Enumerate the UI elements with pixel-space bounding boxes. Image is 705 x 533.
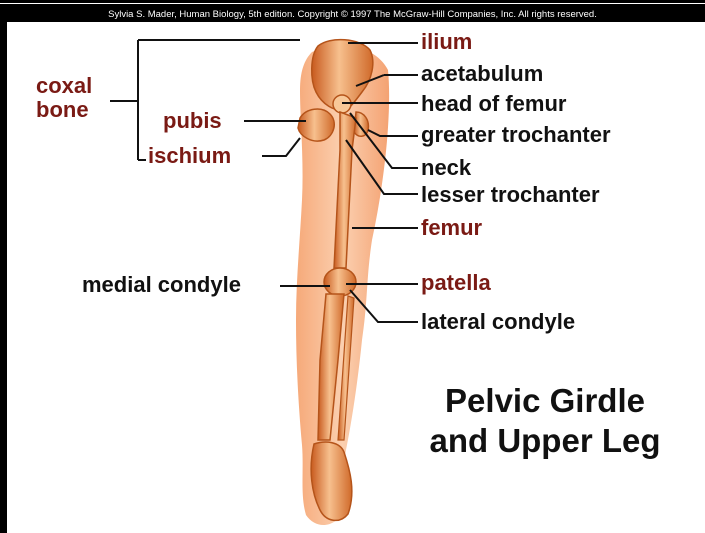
- label-greater-trochanter: greater trochanter: [421, 123, 611, 147]
- label-lesser-trochanter: lesser trochanter: [421, 183, 600, 207]
- label-acetabulum: acetabulum: [421, 62, 543, 86]
- label-pubis: pubis: [163, 109, 222, 133]
- label-ischium: ischium: [148, 144, 231, 168]
- pubis-ischium-bone: [298, 109, 334, 141]
- label-ilium: ilium: [421, 30, 472, 54]
- label-neck: neck: [421, 156, 471, 180]
- label-coxal-line2: bone: [36, 98, 89, 122]
- label-patella: patella: [421, 271, 491, 295]
- label-medial-condyle: medial condyle: [82, 273, 241, 297]
- coxal-bone-bracket: [110, 40, 300, 160]
- label-head-of-femur: head of femur: [421, 92, 566, 116]
- title-line2: and Upper Leg: [380, 422, 705, 460]
- label-coxal-line1: coxal: [36, 74, 92, 98]
- title-line1: Pelvic Girdle: [380, 382, 705, 420]
- label-lateral-condyle: lateral condyle: [421, 310, 575, 334]
- leader-ischium: [262, 138, 300, 156]
- label-femur: femur: [421, 216, 482, 240]
